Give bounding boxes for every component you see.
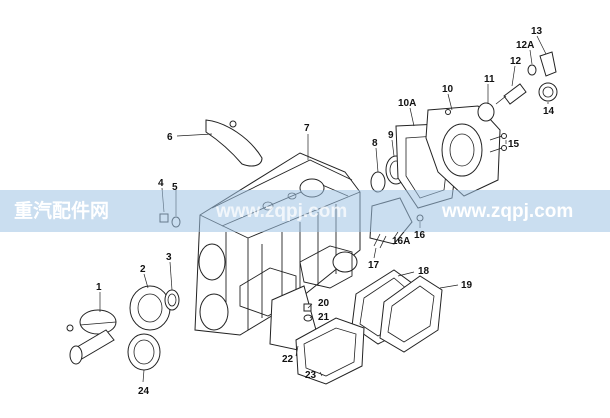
callout-16A: 16A (392, 236, 410, 247)
cover-plate-part-6 (205, 119, 263, 167)
o-ring-part-11 (477, 102, 495, 122)
callout-11: 11 (484, 74, 495, 85)
callout-10A: 10A (398, 98, 416, 109)
callout-14: 14 (543, 106, 555, 117)
callout-21: 21 (318, 312, 330, 323)
input-shaft-part-1 (66, 309, 117, 365)
leader-lines (99, 35, 549, 383)
seal-ring-part-8 (370, 171, 386, 193)
bolt-part-15 (489, 133, 507, 153)
callout-4: 4 (158, 178, 164, 189)
washer-part-12A (527, 64, 537, 76)
callout-13: 13 (531, 26, 543, 37)
callout-3: 3 (166, 252, 172, 263)
callout-6: 6 (167, 132, 173, 143)
sensor-part-12 (495, 83, 527, 105)
callout-17: 17 (368, 260, 380, 271)
watermark-right-text: www.zqpj.com (441, 201, 573, 222)
callout-19: 19 (461, 280, 473, 291)
callout-12A: 12A (516, 40, 534, 51)
callout-24: 24 (138, 386, 150, 397)
washer-part-21 (303, 314, 313, 322)
callout-2: 2 (140, 264, 146, 275)
watermark-left-text: 重汽配件网 (14, 199, 109, 222)
callout-10: 10 (442, 84, 454, 95)
callout-16: 16 (414, 230, 426, 241)
callout-9: 9 (388, 130, 394, 141)
end-cap-part-24 (127, 333, 161, 371)
callout-22: 22 (282, 354, 294, 365)
callout-labels: 1 2 3 4 5 6 7 8 9 10A 10 11 12 12A 13 14… (96, 26, 555, 397)
callout-18: 18 (418, 266, 430, 277)
plug-part-20 (303, 303, 312, 312)
cover-part-23 (295, 317, 365, 385)
bolts-part-17 (373, 233, 387, 249)
callout-23: 23 (305, 370, 317, 381)
gasket-part-2 (129, 285, 171, 331)
seal-ring-part-3 (164, 289, 180, 311)
callout-1: 1 (96, 282, 102, 293)
callout-12: 12 (510, 56, 522, 67)
callout-8: 8 (372, 138, 378, 149)
callout-7: 7 (304, 123, 310, 134)
callout-5: 5 (172, 182, 178, 193)
callout-20: 20 (318, 298, 330, 309)
watermark-band: 重汽配件网 www.zqpj.com www.zqpj.com (0, 190, 610, 232)
callout-15: 15 (508, 139, 520, 150)
watermark-center-text: www.zqpj.com (215, 201, 347, 222)
cover-part-19 (379, 275, 443, 353)
connector-part-13 (539, 51, 557, 77)
seal-part-14 (538, 82, 558, 102)
